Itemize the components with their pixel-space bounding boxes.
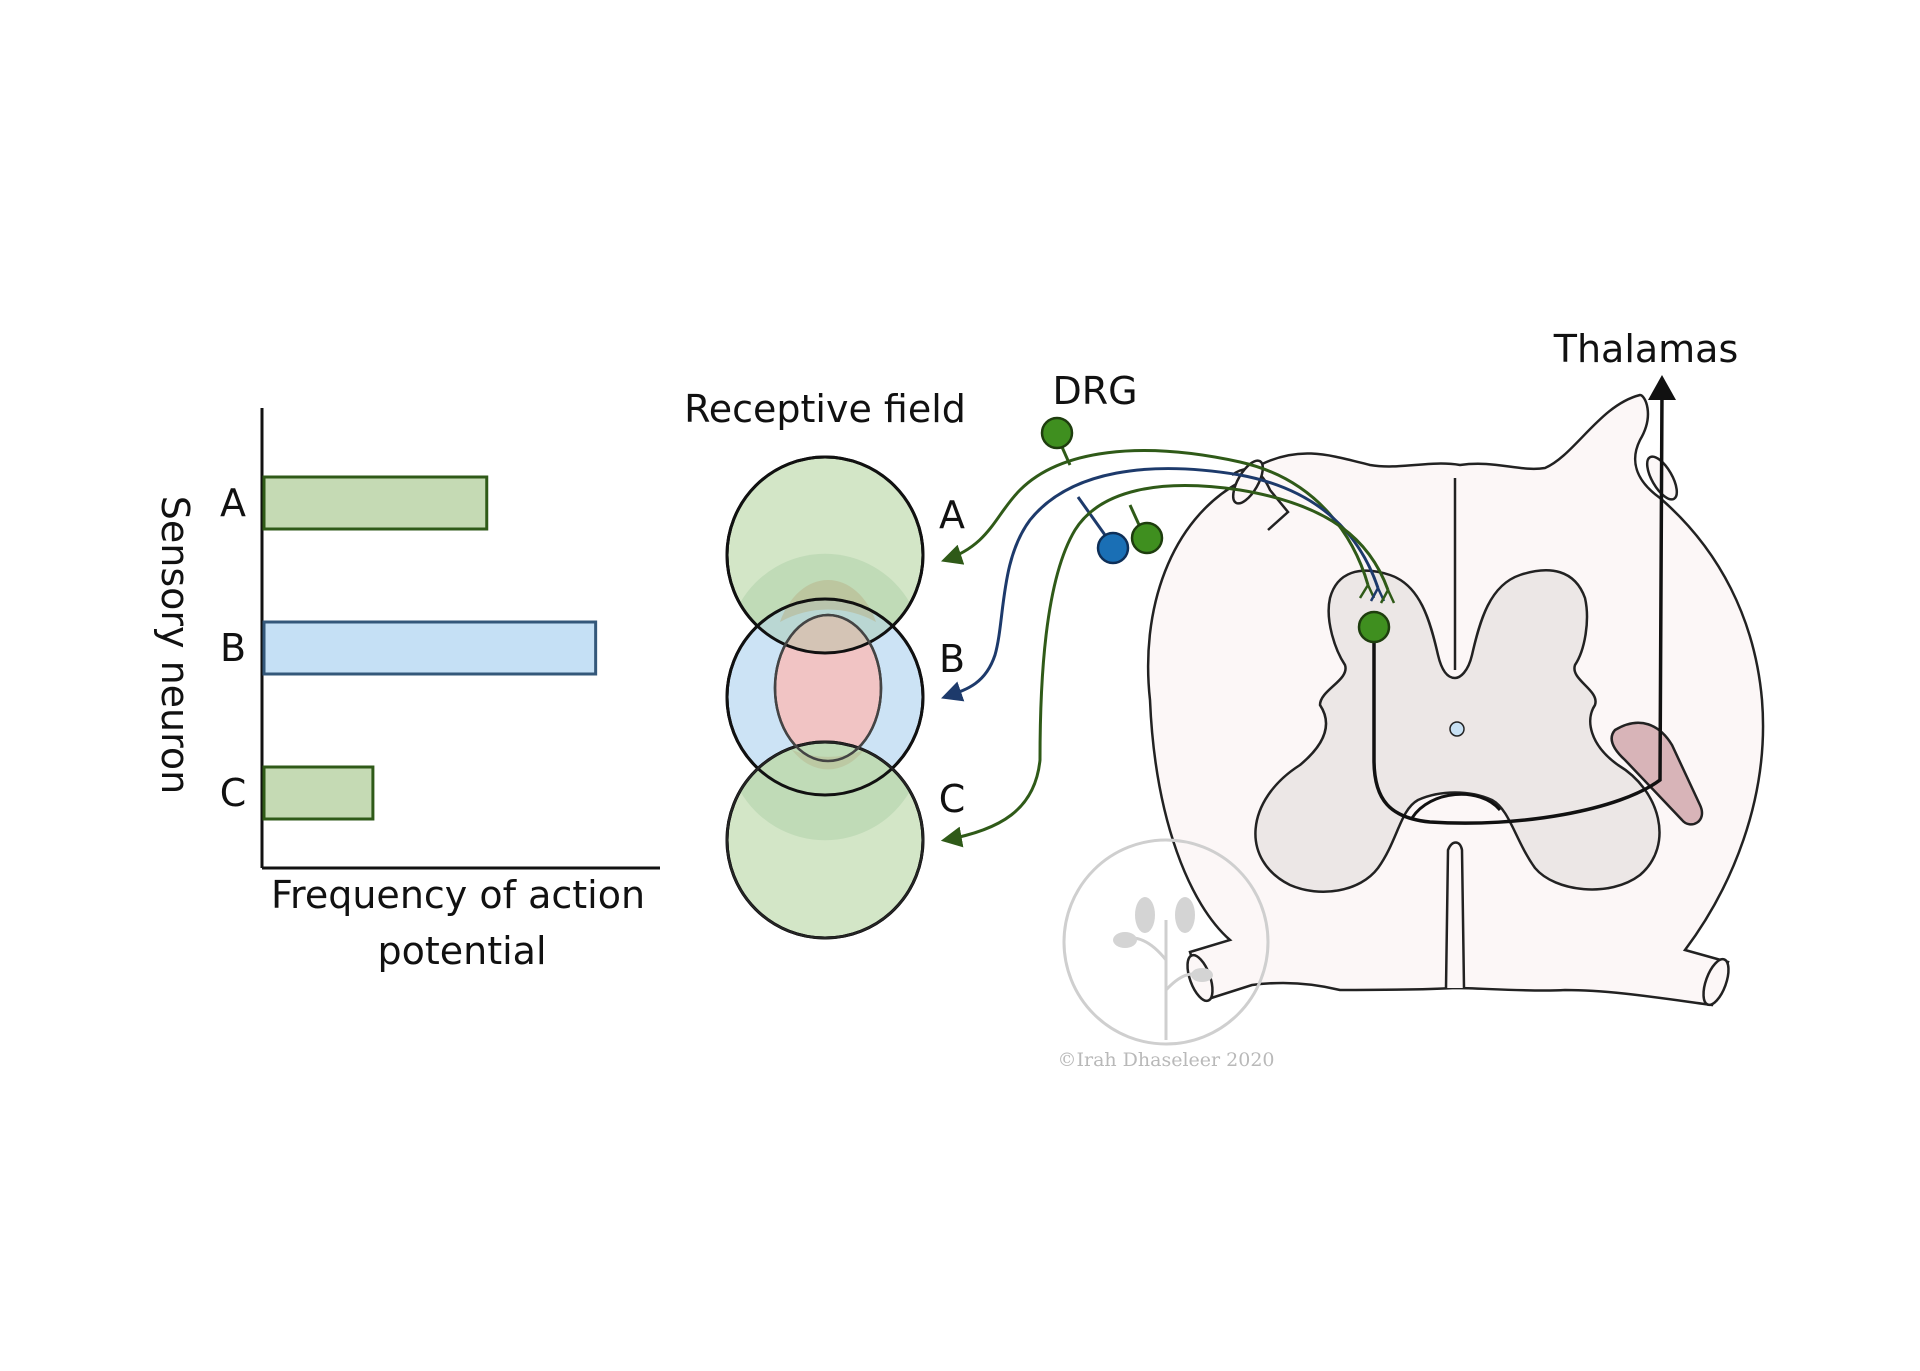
dorsal-horn-cell	[1357, 610, 1391, 644]
bar-b	[262, 620, 598, 676]
terminal-c	[1379, 589, 1396, 604]
overlap-bc	[740, 741, 910, 841]
bar-a	[262, 475, 489, 531]
watermark: ©Irah Dhaseleer 2020	[1057, 838, 1275, 1071]
y-axis-label: Sensory neuron	[153, 496, 197, 795]
category-label-b: B	[220, 626, 246, 670]
field-label-b: B	[939, 637, 965, 681]
neuron-c-axon	[940, 484, 1390, 848]
neuron-c-stalk	[1128, 504, 1142, 528]
second-order-neuron	[1372, 389, 1664, 825]
spinothalamic-tract	[1610, 721, 1704, 826]
bars-group: A B C	[220, 475, 598, 821]
decussation-curve	[1410, 792, 1502, 819]
neuron-b-axon	[941, 467, 1380, 702]
watermark-text: ©Irah Dhaseleer 2020	[1057, 1049, 1274, 1071]
drg-cell-c	[1130, 521, 1164, 555]
field-label-c: C	[939, 777, 966, 821]
receptive-field-diagram: Receptive field A B C	[684, 387, 966, 940]
x-axis-label-line1: Frequency of action	[271, 873, 645, 917]
overlap-c-center	[792, 750, 864, 770]
bar-chart: A B C Sensory neuron Frequency of action p…	[153, 408, 660, 973]
central-canal	[1449, 721, 1465, 737]
ventral-root-right	[1702, 957, 1730, 1007]
thalamas-label: Thalamas	[1553, 327, 1739, 371]
sensory-pathways	[940, 375, 1676, 848]
receptive-field-title: Receptive field	[684, 387, 966, 431]
field-label-a: A	[939, 493, 965, 537]
anterior-median-fissure	[1444, 841, 1466, 989]
bar-c	[262, 765, 375, 821]
watermark-plant-icon	[1113, 897, 1213, 1040]
category-label-a: A	[220, 481, 246, 525]
drg-label: DRG	[1052, 369, 1137, 413]
drg-cell-a	[1040, 416, 1074, 450]
spinal-cord	[1146, 393, 1765, 1007]
dorsal-root-cut	[1231, 459, 1265, 505]
drg-cell-b	[1096, 531, 1130, 565]
watermark-seal	[1062, 838, 1270, 1046]
category-label-c: C	[220, 771, 247, 815]
thalamas-arrowhead	[1648, 375, 1676, 400]
x-axis-label-line2: potential	[377, 929, 546, 973]
neuron-b-stalk	[1076, 496, 1107, 536]
overlap-a-center	[780, 579, 876, 622]
